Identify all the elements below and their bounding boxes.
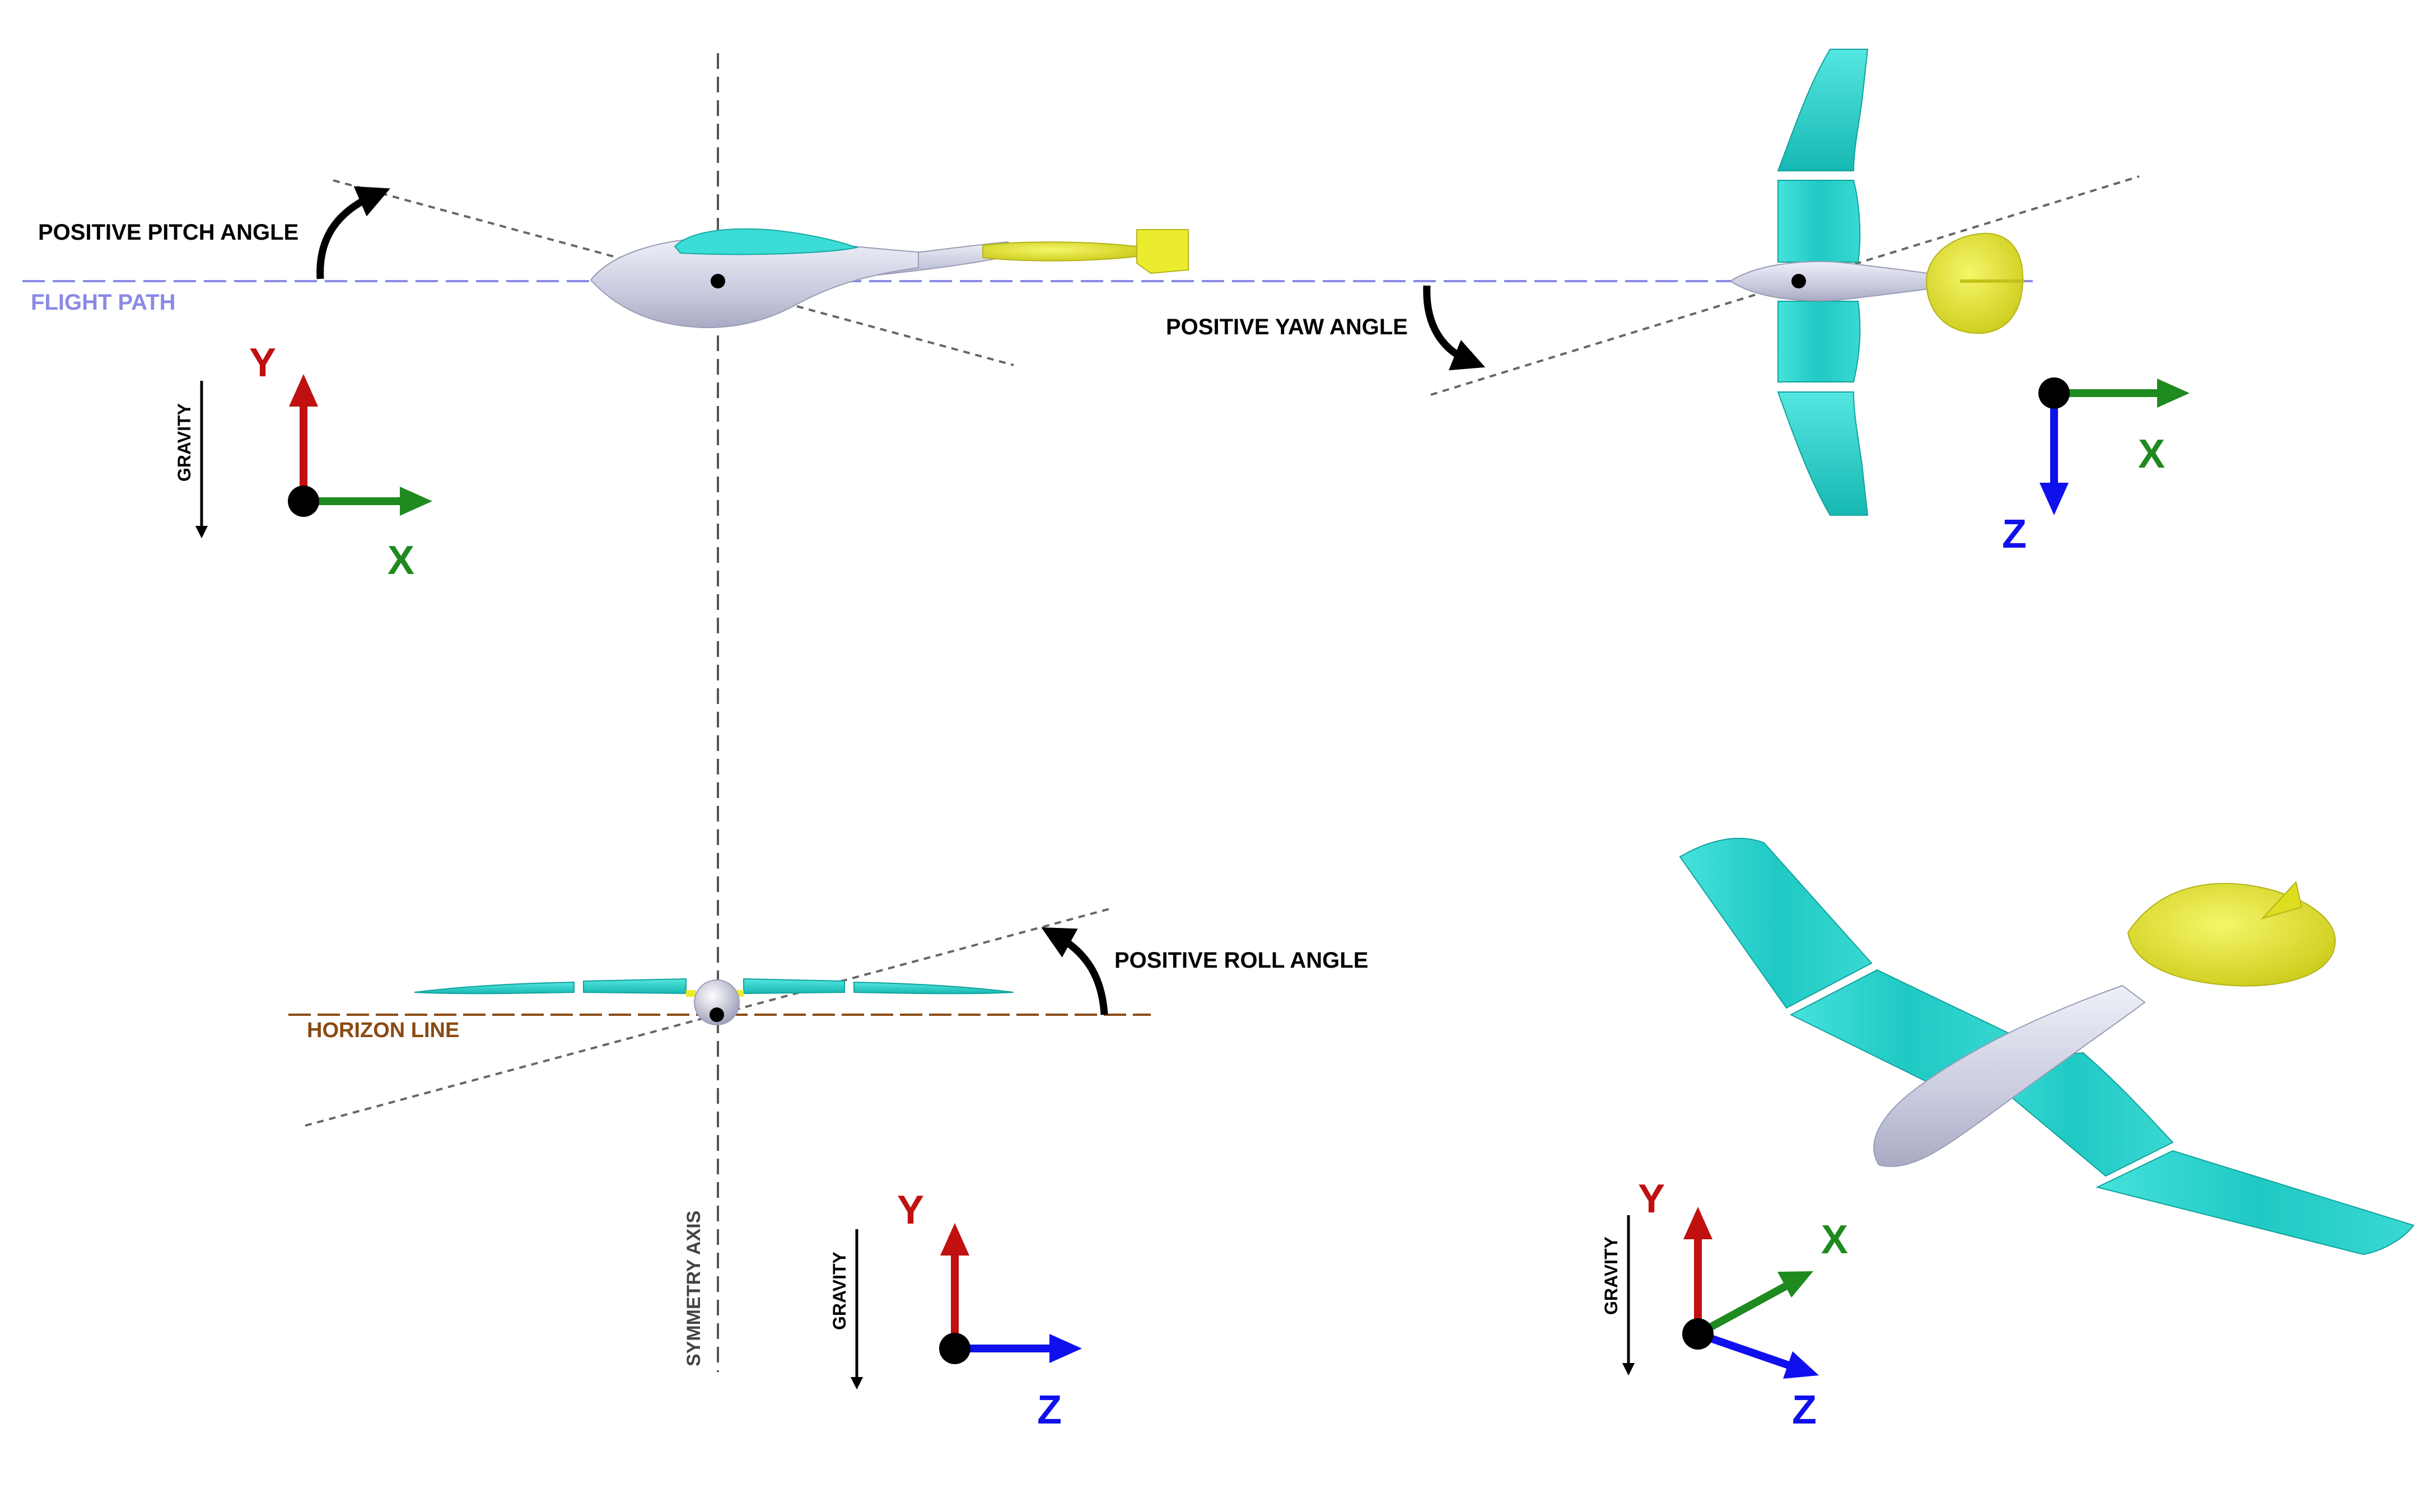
axis-z-label-iso: Z [1792, 1388, 1817, 1432]
side-horizontal-tail [982, 241, 1137, 262]
gravity-label-front: GRAVITY [829, 1252, 850, 1330]
iso-fuselage [1873, 984, 2146, 1167]
top-wing-lower-inner [1777, 301, 1861, 382]
axis-x-label-side: X [388, 538, 414, 583]
axis-triad-front [939, 1223, 1082, 1364]
front-wing-right-outer [853, 981, 1014, 995]
iso-wing-left-outer [1679, 838, 1873, 1009]
axis-triad-iso [1682, 1207, 1819, 1379]
isometric-aircraft [1679, 838, 2415, 1256]
front-tail-stub-left [686, 990, 696, 997]
axis-y-label-iso: Y [1638, 1177, 1665, 1221]
iso-wing-right-outer [2096, 1150, 2415, 1256]
pitch-reference-line [333, 179, 1014, 366]
iso-vertical-tail [2260, 880, 2303, 920]
front-fuselage [694, 979, 740, 1025]
symmetry-axis-label: SYMMETRY AXIS [683, 1211, 704, 1366]
axis-x-label-iso: X [1821, 1217, 1848, 1262]
axis-z-label-top: Z [2002, 512, 2027, 557]
roll-angle-label: POSITIVE ROLL ANGLE [1114, 948, 1368, 973]
gravity-label-iso: GRAVITY [1601, 1236, 1621, 1315]
top-horizontal-tail [1925, 232, 2024, 334]
horizon-line-label: HORIZON LINE [307, 1019, 459, 1042]
yaw-angle-label: POSITIVE YAW ANGLE [1166, 315, 1408, 339]
front-view-aircraft [414, 978, 1014, 1025]
axis-x-label-top: X [2138, 432, 2165, 477]
front-wing-right-inner [743, 978, 845, 995]
pitch-angle-arrow [316, 186, 390, 279]
top-wing-lower-outer [1777, 391, 1869, 516]
text-labels: POSITIVE PITCH ANGLE FLIGHT PATH POSITIV… [31, 220, 2165, 1432]
side-center-of-gravity [711, 274, 725, 288]
side-wing [674, 228, 859, 255]
axis-triad-side [288, 374, 432, 517]
axis-y-label-front: Y [897, 1188, 924, 1233]
axis-y-label-side: Y [249, 340, 276, 385]
yaw-angle-arrow [1423, 285, 1486, 371]
side-view-aircraft [590, 228, 1189, 329]
iso-horizontal-tail [2127, 883, 2336, 987]
flight-path-label: FLIGHT PATH [31, 290, 175, 315]
gravity-label-side: GRAVITY [174, 403, 194, 482]
top-view-aircraft [1729, 49, 2024, 516]
axis-triad-top [2038, 377, 2190, 515]
axis-z-label-front: Z [1037, 1388, 1062, 1432]
top-fuselage [1729, 261, 1961, 301]
top-center-of-gravity [1791, 274, 1806, 288]
pitch-angle-label: POSITIVE PITCH ANGLE [38, 220, 298, 245]
side-vertical-tail [1136, 229, 1189, 274]
front-wing-left-inner [583, 978, 687, 995]
top-wing-upper-inner [1777, 180, 1861, 263]
roll-reference-line [305, 907, 1112, 1127]
gravity-arrows [195, 381, 1635, 1390]
top-wing-upper-outer [1777, 49, 1869, 171]
front-center-of-gravity [710, 1007, 724, 1022]
front-wing-left-outer [414, 981, 575, 995]
roll-angle-arrow [1041, 927, 1108, 1015]
